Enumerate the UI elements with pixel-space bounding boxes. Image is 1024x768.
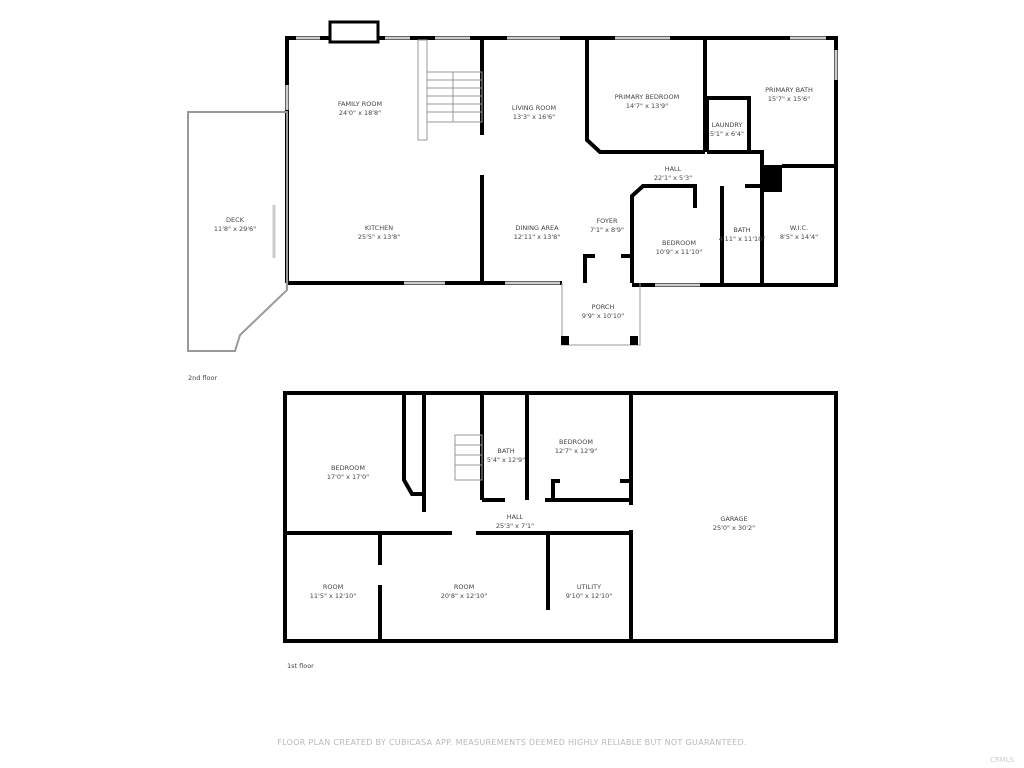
floor-label-2nd: 2nd floor [188, 374, 218, 382]
stairs-1st [454, 434, 483, 481]
chimney-block [763, 165, 782, 192]
porch-outline [561, 283, 641, 346]
room-wic: W.I.C.8'5" x 14'4" [779, 224, 819, 241]
floor-label-1st: 1st floor [287, 662, 314, 670]
watermark: CRMLS [990, 756, 1015, 764]
stairs-2nd [417, 39, 483, 141]
first-floor-walls [283, 391, 838, 643]
deck-outline [187, 111, 288, 352]
footer-disclaimer: FLOOR PLAN CREATED BY CUBICASA APP. MEAS… [277, 738, 747, 747]
second-floor-walls [285, 36, 838, 287]
fireplace [328, 20, 380, 44]
